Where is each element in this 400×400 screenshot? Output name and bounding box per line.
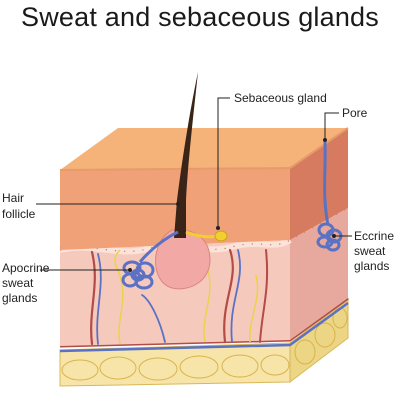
skin-edge-top	[59, 167, 291, 171]
dermal-vessels	[90, 248, 269, 346]
leader-lines	[36, 97, 352, 271]
label-pore: Pore	[342, 106, 368, 120]
basal-vessel-blue	[59, 301, 349, 353]
apocrine-duct	[138, 230, 179, 263]
page-title: Sweat and sebaceous glands	[21, 2, 379, 32]
skin-edge-side	[289, 127, 349, 169]
epidermis-side	[290, 128, 348, 240]
eccrine-gland-coil	[316, 222, 343, 252]
label-eccrine-sweat-glands: Eccrine sweat glands	[354, 229, 397, 273]
label-apocrine-sweat-glands: Apocrine sweat glands	[2, 261, 53, 305]
leader-dots	[128, 138, 336, 272]
leader-pore	[324, 112, 339, 140]
sebaceous-gland-body	[214, 230, 228, 242]
label-sebaceous-gland: Sebaceous gland	[234, 91, 327, 105]
epidermis-front	[60, 168, 290, 250]
leader-sebaceous	[217, 97, 230, 228]
epidermis-top	[60, 128, 348, 170]
apocrine-gland-coil	[121, 260, 155, 290]
hair-shaft	[174, 72, 198, 238]
fat-cells	[61, 307, 348, 381]
label-hair-follicle: Hair follicle	[2, 191, 36, 221]
eccrine-duct	[323, 141, 330, 226]
